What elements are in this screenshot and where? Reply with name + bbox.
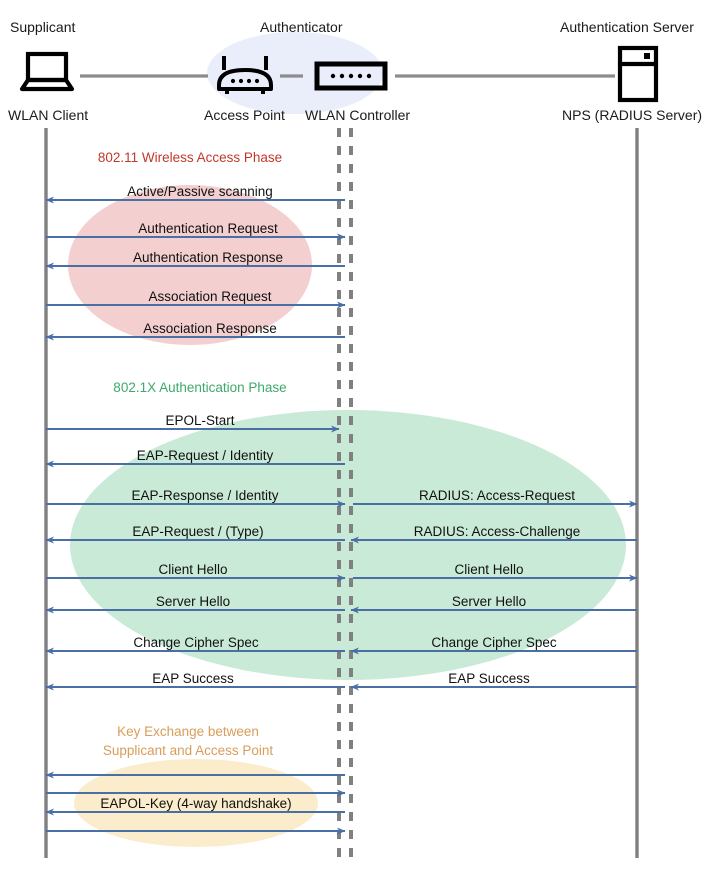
message-label-m03: Authentication Response (132, 250, 284, 265)
message-label-m11: Server Hello (155, 594, 231, 609)
phase-label-wireless-access: 802.11 Wireless Access Phase (97, 150, 283, 165)
phase-ellipse-key-exchange-phase (74, 759, 318, 847)
lifelines-group (44, 128, 639, 858)
message-label-m09: EAP-Request / (Type) (132, 524, 264, 539)
message-label-m06: EPOL-Start (165, 413, 235, 428)
node-caption-access-point: Access Point (204, 107, 285, 123)
phase-label-key-exchange-line2: Supplicant and Access Point (102, 743, 274, 759)
network-switch-icon (314, 61, 388, 91)
message-label-m08: EAP-Response / Identity (131, 488, 279, 503)
message-arrows-group (45, 196, 638, 835)
message-label-m15: RADIUS: Access-Challenge (413, 524, 581, 539)
phase-ellipse-dot1x-authentication-phase (70, 410, 626, 680)
message-label-m14: RADIUS: Access-Request (418, 488, 576, 503)
message-label-m05: Association Response (143, 321, 277, 336)
authenticator-halo (207, 32, 383, 114)
message-label-m07: EAP-Request / Identity (136, 448, 274, 463)
message-label-m22: EAPOL-Key (4-way handshake) (100, 796, 292, 811)
message-label-m18: Change Cipher Spec (431, 635, 557, 650)
role-title-auth-server: Authentication Server (560, 19, 694, 35)
laptop-icon (19, 51, 75, 92)
message-label-m10: Client Hello (158, 562, 228, 577)
role-title-authenticator: Authenticator (260, 19, 343, 35)
node-caption-nps-server: NPS (RADIUS Server) (562, 107, 703, 123)
message-label-m01: Active/Passive scanning (127, 184, 273, 199)
message-label-m12: Change Cipher Spec (133, 635, 259, 650)
server-tower-icon (617, 45, 659, 103)
message-label-m13: EAP Success (152, 671, 234, 686)
node-caption-wlan-client: WLAN Client (8, 107, 89, 123)
message-label-m19: EAP Success (448, 671, 530, 686)
phase-label-key-exchange: Key Exchange between Supplicant and Acce… (103, 722, 273, 760)
node-caption-wlan-controller: WLAN Controller (305, 107, 411, 123)
phase-label-key-exchange-line1: Key Exchange between (117, 724, 259, 739)
wireless-router-icon (217, 56, 273, 94)
message-label-m16: Client Hello (454, 562, 524, 577)
message-label-m04: Association Request (148, 289, 272, 304)
message-label-m17: Server Hello (451, 594, 527, 609)
phase-label-dot1x-auth: 802.1X Authentication Phase (113, 380, 287, 395)
message-label-m02: Authentication Request (138, 221, 278, 236)
role-title-supplicant: Supplicant (10, 19, 76, 35)
